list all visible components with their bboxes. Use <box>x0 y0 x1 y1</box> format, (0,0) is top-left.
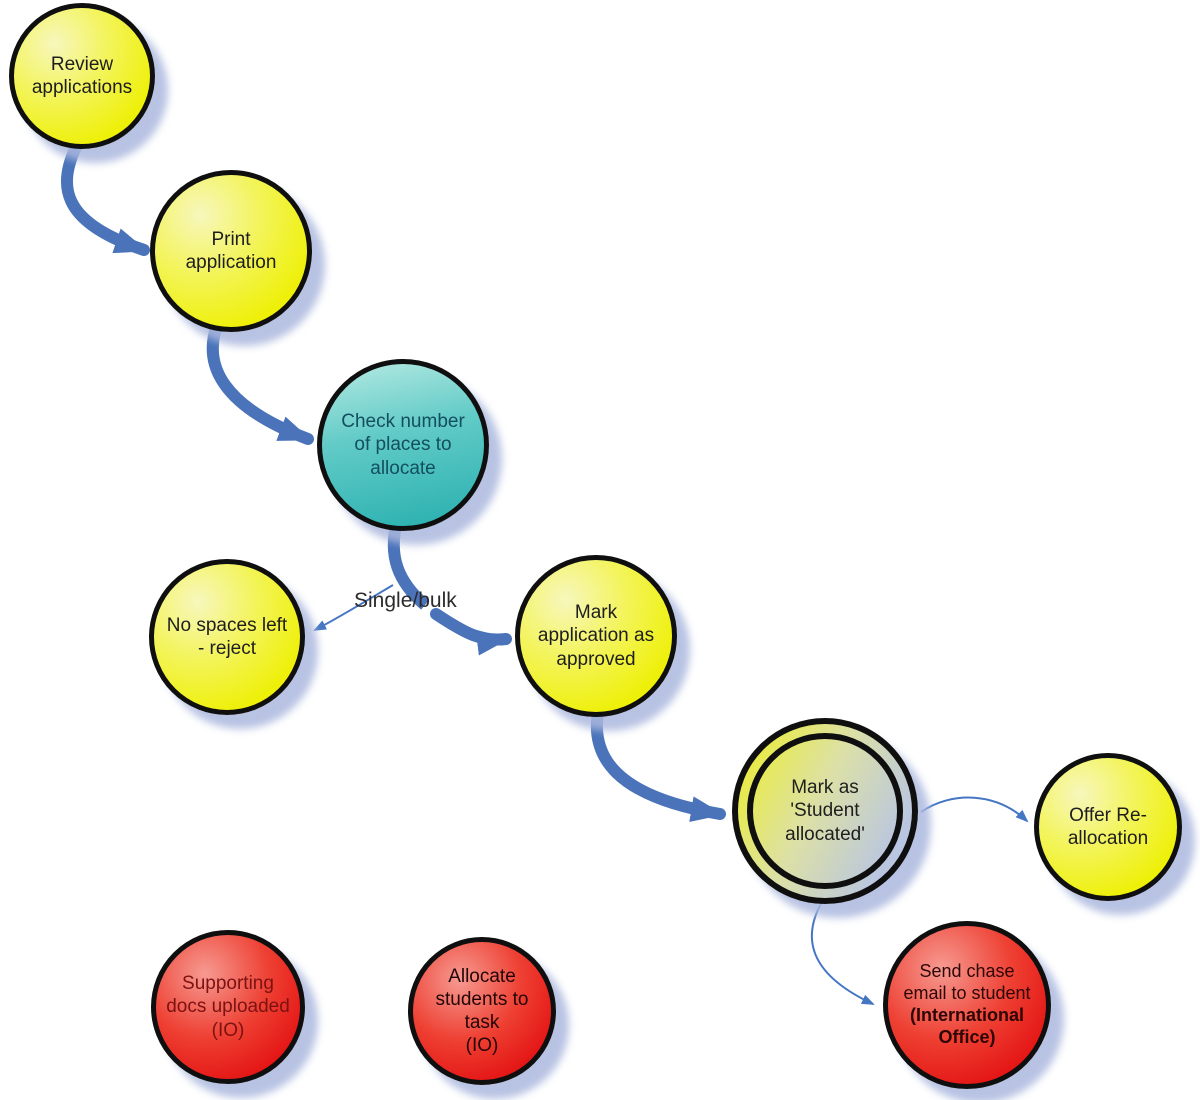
arrow-student-allocated-to-offer <box>920 796 1029 823</box>
node-mark-student-allocated: Mark as 'Student allocated' <box>732 718 918 904</box>
node-review-applications-label: Review applications <box>31 53 133 98</box>
node-print-application-label: Print application <box>185 228 277 273</box>
node-student-allocated-label: Mark as 'Student allocated' <box>785 777 865 845</box>
node-supporting-docs-label: Supporting docs uploaded (IO) <box>166 973 290 1041</box>
arrow-print-to-check <box>206 312 314 445</box>
arrow-student-allocated-to-chase <box>810 899 875 1005</box>
node-send-chase-office-text: (International Office) <box>909 1005 1024 1047</box>
arrow-review-to-print <box>61 135 150 256</box>
node-supporting-docs-uploaded: Supporting docs uploaded (IO) <box>151 930 305 1084</box>
node-send-chase-main-text: Send chase email to student <box>903 961 1031 1004</box>
node-check-places-label: Check number of places to allocate <box>341 411 465 479</box>
node-mark-application-approved: Mark application as approved <box>515 555 677 717</box>
node-allocate-students-task: Allocate students to task (IO) <box>408 937 556 1085</box>
arrow-approved-to-student-allocated <box>590 701 726 823</box>
node-offer-reallocation: Offer Re- allocation <box>1034 753 1182 901</box>
node-allocate-students-label: Allocate students to task (IO) <box>435 965 529 1057</box>
decision-label-single-bulk: Single/bulk <box>354 589 457 612</box>
arrow-decision-to-no-spaces <box>313 584 394 631</box>
node-no-spaces-reject: No spaces left - reject <box>149 559 305 715</box>
node-check-places-to-allocate: Check number of places to allocate <box>317 359 489 531</box>
node-offer-reallocation-label: Offer Re- allocation <box>1067 804 1149 849</box>
node-review-applications: Review applications <box>9 3 155 149</box>
arrow-check-to-decision-stub <box>387 519 429 610</box>
node-send-chase-email: Send chase email to student(Internationa… <box>883 921 1051 1089</box>
node-mark-approved-label: Mark application as approved <box>537 602 655 670</box>
node-print-application: Print application <box>150 170 312 332</box>
node-send-chase-label: Send chase email to student(Internationa… <box>903 961 1030 1049</box>
arrow-decision-to-approved <box>430 608 512 656</box>
node-no-spaces-label: No spaces left - reject <box>166 614 288 659</box>
inner-ring <box>747 733 903 889</box>
